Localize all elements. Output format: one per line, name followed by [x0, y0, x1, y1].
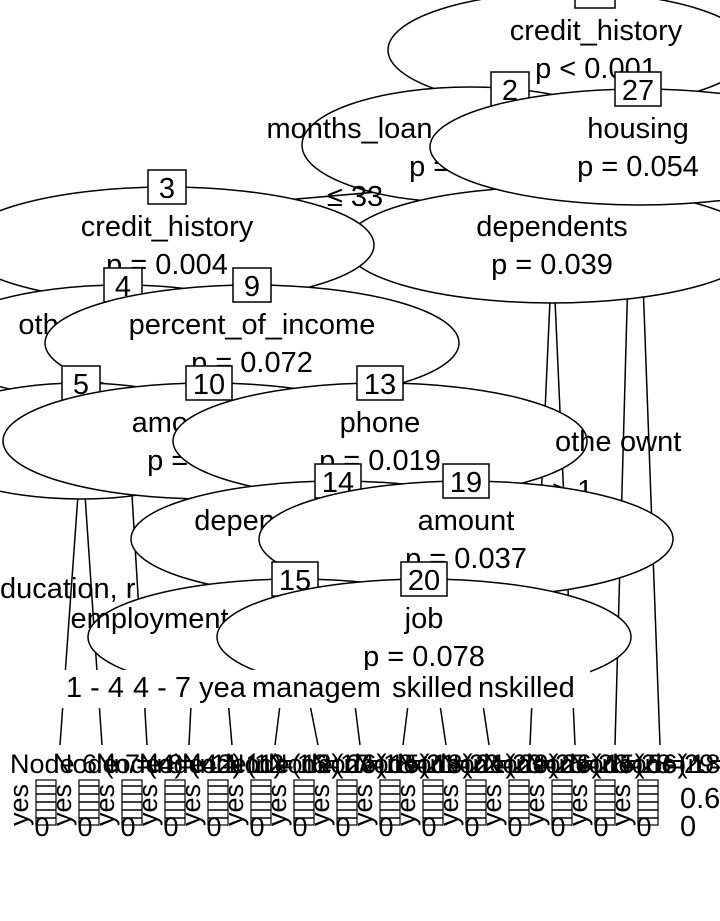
node-9: 9 percent_of_income p = 0.072	[44, 267, 460, 402]
terminal-class-label: yes	[305, 784, 335, 826]
terminal-node-label: Node 7 (n = 42)	[53, 749, 241, 779]
node-3-id: 3	[159, 173, 175, 205]
node-27-pvalue: p = 0.054	[577, 151, 699, 183]
node-27: 27 housing p = 0.054	[429, 71, 720, 206]
terminal-zero-tick: 0	[636, 812, 651, 842]
terminal-class-label: yes	[606, 784, 636, 826]
terminal-class-label: yes	[47, 784, 77, 826]
node-24-variable: dependents	[476, 211, 628, 243]
terminal-node-label: Node 21 (n = 20)	[354, 749, 557, 779]
terminal-node-label: Node 25 (n = 56)	[483, 749, 686, 779]
node-3: 3 credit_history p = 0.004	[0, 169, 375, 304]
terminal-zero-tick: 0	[292, 812, 307, 842]
terminal-zero-tick: 0	[120, 812, 135, 842]
terminal-zero-tick: 0	[378, 812, 393, 842]
terminal-node-label: Node 8 (n = 11)	[96, 749, 282, 779]
node-27-id: 27	[622, 75, 654, 107]
terminal-class-label: yes	[133, 784, 163, 826]
terminal-node-label: Node 16 (n = 15)	[225, 749, 428, 779]
edge-label-unskilled: nskilled	[478, 672, 575, 704]
terminal-node-label: Node 11 (n = 12)	[139, 749, 340, 779]
terminal-node-label: Node 22 (n = 26)	[397, 749, 600, 779]
terminal-zero-tick: 0	[77, 812, 92, 842]
terminal-node-label: Node 17 (n = 18)	[268, 749, 471, 779]
node-9-variable: percent_of_income	[129, 309, 376, 341]
node-19-id: 19	[450, 467, 482, 499]
node-24-pvalue: p = 0.039	[491, 249, 613, 281]
node-13-variable: phone	[340, 407, 421, 439]
node-5-id: 5	[73, 369, 89, 401]
node-13-id: 13	[364, 369, 396, 401]
edge-label-other: othe	[555, 426, 611, 458]
terminal-class-label: yes	[434, 784, 464, 826]
node-2-id: 2	[502, 75, 518, 107]
terminal-zero-tick: 0	[163, 812, 178, 842]
terminal-zero-tick: 0	[206, 812, 221, 842]
edge-label-4-7: 4 - 7 yea	[133, 672, 247, 704]
node-10-id: 10	[193, 369, 225, 401]
terminal-node-label: Node 28 (n = 29)	[569, 749, 720, 779]
axis-tick-low: 0	[680, 811, 696, 843]
node-20-pvalue: p = 0.078	[363, 641, 485, 673]
edge-label-le33: ≤ 33	[327, 181, 383, 213]
terminal-class-label: yes	[477, 784, 507, 826]
terminal-node-label: Node 29 (n = 274)	[612, 749, 720, 779]
terminal-zero-tick: 0	[507, 812, 522, 842]
edge-label-1-4: 1 - 4	[66, 672, 124, 704]
terminal-zero-tick: 0	[34, 812, 49, 842]
terminal-zero-tick: 0	[249, 812, 264, 842]
terminal-node-label: Node 12 (n = 26)	[182, 749, 385, 779]
node-27-variable: housing	[587, 113, 689, 145]
terminal-zero-tick: 0	[464, 812, 479, 842]
node-19-variable: amount	[418, 505, 515, 537]
terminal-class-label: yes	[348, 784, 378, 826]
node-20-id: 20	[408, 565, 440, 597]
node-1-variable: credit_history	[510, 15, 683, 47]
terminal-class-label: yes	[176, 784, 206, 826]
terminal-class-label: yes	[262, 784, 292, 826]
terminal-class-label: yes	[391, 784, 421, 826]
axis-tick-high: 0.6	[680, 783, 720, 815]
node-3-variable: credit_history	[81, 211, 254, 243]
node-9-id: 9	[244, 271, 260, 303]
terminal-node-label: Node 18 (n = 21)	[311, 749, 514, 779]
node-20-variable: job	[404, 603, 444, 635]
terminal-class-label: yes	[520, 784, 550, 826]
terminal-zero-tick: 0	[335, 812, 350, 842]
terminal-node-label: Node 23 (n = 15)	[440, 749, 643, 779]
edge-label-skilled: skilled	[392, 672, 473, 704]
terminal-node-label: Node 26 (n = 18)	[526, 749, 720, 779]
node-20: 20 job p = 0.078	[216, 561, 632, 696]
terminal-class-label: yes	[563, 784, 593, 826]
terminal-node-label: Node 6 (n = 4)	[10, 749, 183, 779]
terminal-class-label: yes	[90, 784, 120, 826]
edge-label-own: ownt	[620, 426, 681, 458]
terminal-class-label: yes	[4, 784, 34, 826]
edge-label-management: managem	[252, 672, 381, 704]
terminal-zero-tick: 0	[593, 812, 608, 842]
node-4-id: 4	[115, 271, 131, 303]
terminal-class-label: yes	[219, 784, 249, 826]
terminal-zero-tick: 0	[550, 812, 565, 842]
terminal-zero-tick: 0	[421, 812, 436, 842]
edge-label-education: ducation, r	[0, 573, 136, 605]
